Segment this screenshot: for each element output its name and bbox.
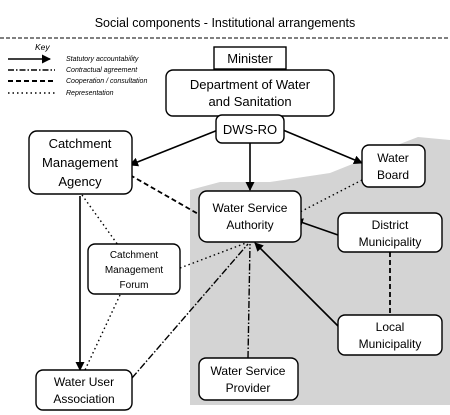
node-wsa: Water Service Authority xyxy=(198,190,302,243)
edge-wsp-wsa xyxy=(247,243,251,359)
cmf-box xyxy=(87,243,181,295)
dws-label-line2: and Sanitation xyxy=(208,94,291,109)
district-label-line2: Municipality xyxy=(359,235,422,249)
water-board-label-line2: Board xyxy=(377,168,409,182)
wsa-box xyxy=(198,190,302,243)
local-label-line1: Local xyxy=(376,320,405,334)
local-label-line2: Municipality xyxy=(359,337,422,351)
diagram-title: Social components - Institutional arrang… xyxy=(95,16,356,30)
node-local: Local Municipality xyxy=(337,314,443,356)
wsp-label-line2: Provider xyxy=(226,381,271,395)
legend-label-cooperation: Cooperation / consultation xyxy=(66,78,147,85)
node-dws: Department of Water and Sanitation xyxy=(165,69,335,117)
edge-cma-cmf xyxy=(81,194,119,246)
legend-heading: Key xyxy=(35,42,50,52)
wsa-label-line2: Authority xyxy=(226,218,273,232)
wsp-label-line1: Water Service xyxy=(211,364,286,378)
cma-label-line1: Catchment xyxy=(49,136,112,151)
district-label-line1: District xyxy=(372,218,409,232)
node-district: District Municipality xyxy=(337,212,443,253)
cmf-label-line2: Management xyxy=(105,265,164,276)
legend: Key Statutory accountability Contractual… xyxy=(8,42,147,97)
cma-label-line2: Management xyxy=(42,155,118,170)
minister-box xyxy=(213,46,287,70)
node-wua: Water User Association xyxy=(35,369,133,411)
edge-dwsro-waterboard xyxy=(282,129,363,165)
dws-label-line1: Department of Water xyxy=(190,77,311,92)
edge-local-wsa xyxy=(254,242,341,329)
dws-ro-label: DWS-RO xyxy=(223,122,277,137)
node-cmf: Catchment Management Forum xyxy=(87,243,181,295)
water-board-box xyxy=(361,144,426,188)
cma-label-line3: Agency xyxy=(58,174,102,189)
wua-label-line1: Water User xyxy=(54,375,114,389)
node-water-board: Water Board xyxy=(361,144,426,188)
cma-box xyxy=(28,130,133,195)
edge-cmf-wua xyxy=(84,294,121,371)
node-wsp: Water Service Provider xyxy=(198,357,299,401)
cmf-label-line3: Forum xyxy=(120,280,149,291)
legend-label-statutory: Statutory accountability xyxy=(66,56,139,63)
edge-wua-wsa xyxy=(131,243,249,379)
district-box xyxy=(337,212,443,253)
edge-cma-wsa xyxy=(129,174,201,216)
wsp-box xyxy=(198,357,299,401)
legend-label-contractual: Contractual agreement xyxy=(66,67,138,74)
wua-box xyxy=(35,369,133,411)
water-board-label-line1: Water xyxy=(377,151,409,165)
edge-district-wsa xyxy=(294,218,339,236)
wua-label-line2: Association xyxy=(53,392,114,406)
node-minister: Minister xyxy=(213,46,287,70)
node-cma: Catchment Management Agency xyxy=(28,130,133,195)
minister-label: Minister xyxy=(227,51,273,66)
node-dws-ro: DWS-RO xyxy=(215,114,285,144)
dws-ro-box xyxy=(215,114,285,144)
edge-dwsro-cma xyxy=(129,129,219,167)
wsa-label-line1: Water Service xyxy=(213,201,288,215)
connectors xyxy=(75,129,391,379)
edge-cmf-wsa xyxy=(179,242,247,269)
local-box xyxy=(337,314,443,356)
legend-label-representation: Representation xyxy=(66,90,114,97)
cmf-label-line1: Catchment xyxy=(110,250,159,261)
